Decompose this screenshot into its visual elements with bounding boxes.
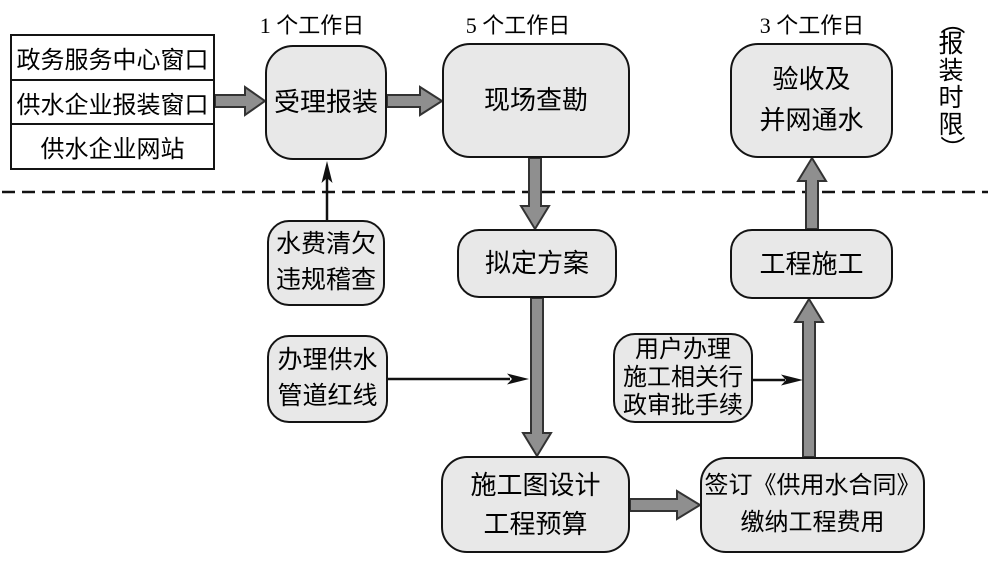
node-arrears-line2: 违规稽查 (275, 267, 376, 294)
arrow-survey-to-plan (519, 157, 551, 231)
node-sign-contract-pay-fees: 签订《供用水合同》 缴纳工程费用 (700, 457, 925, 553)
node-project-construction: 工程施工 (730, 229, 893, 299)
arrow-accept-to-survey (386, 85, 444, 117)
arrow-contract-to-construction (793, 297, 825, 458)
arrow-construction-to-acceptance (796, 156, 828, 230)
arrow-approval-to-flow (753, 374, 803, 386)
side-note-char-3: 时 (938, 85, 964, 112)
channel-government-service-window: 政务服务中心窗口 (16, 47, 209, 74)
node-pipeline-redline: 办理供水 管道红线 (267, 335, 388, 423)
node-construction-label: 工程施工 (759, 249, 864, 279)
node-redline-line1: 办理供水 (277, 346, 378, 374)
side-note-open-paren: （ (937, 9, 965, 35)
node-acceptance-line2: 并网通水 (759, 105, 864, 135)
node-design-line2: 工程预算 (483, 509, 588, 539)
node-arrears-inspection: 水费清欠 违规稽查 (267, 220, 385, 306)
node-approval-line2: 施工相关行 (623, 364, 743, 391)
node-arrears-line1: 水费清欠 (275, 230, 376, 258)
node-acceptance-line1: 验收及 (772, 65, 851, 95)
channel-water-company-website: 供水企业网站 (12, 123, 213, 168)
duration-label-accept: 1 个工作日 (259, 13, 365, 38)
node-design-line1: 施工图设计 (470, 470, 601, 500)
arrow-design-to-contract (629, 489, 702, 521)
node-accept-label: 受理报装 (273, 88, 378, 117)
node-redline-line2: 管道红线 (277, 383, 378, 410)
duration-label-survey: 5 个工作日 (465, 13, 571, 38)
channel-water-company-window: 供水企业报装窗口 (12, 78, 213, 124)
side-note-application-time-limit: （ 报 装 时 限 ） (934, 9, 968, 161)
duration-label-acceptance: 3 个工作日 (759, 13, 865, 38)
arrow-plan-to-design (521, 297, 553, 458)
arrow-redline-to-flow (388, 373, 529, 385)
side-note-char-2: 装 (938, 58, 964, 85)
node-contract-line2: 缴纳工程费用 (740, 510, 885, 536)
node-accept-application: 受理报装 (265, 45, 387, 160)
arrow-channels-to-accept (214, 85, 267, 117)
node-design-budget: 施工图设计 工程预算 (441, 456, 630, 553)
node-site-survey: 现场查勘 (442, 43, 630, 158)
node-survey-label: 现场查勘 (483, 86, 588, 115)
node-acceptance-connection: 验收及 并网通水 (730, 43, 893, 158)
node-approval-line3: 政审批手续 (623, 393, 743, 420)
node-contract-line1: 签订《供用水合同》 (704, 472, 921, 499)
arrow-arrears-to-accept (321, 161, 333, 220)
node-approval-line1: 用户办理 (635, 336, 731, 363)
side-note-close-paren: ） (937, 135, 965, 161)
node-user-admin-approval: 用户办理 施工相关行 政审批手续 (613, 333, 753, 423)
side-note-char-4: 限 (938, 112, 964, 139)
node-draft-plan: 拟定方案 (457, 229, 617, 298)
application-channels-box: 政务服务中心窗口 供水企业报装窗口 供水企业网站 (10, 34, 215, 170)
side-note-char-1: 报 (938, 31, 964, 58)
node-plan-label: 拟定方案 (484, 249, 589, 278)
